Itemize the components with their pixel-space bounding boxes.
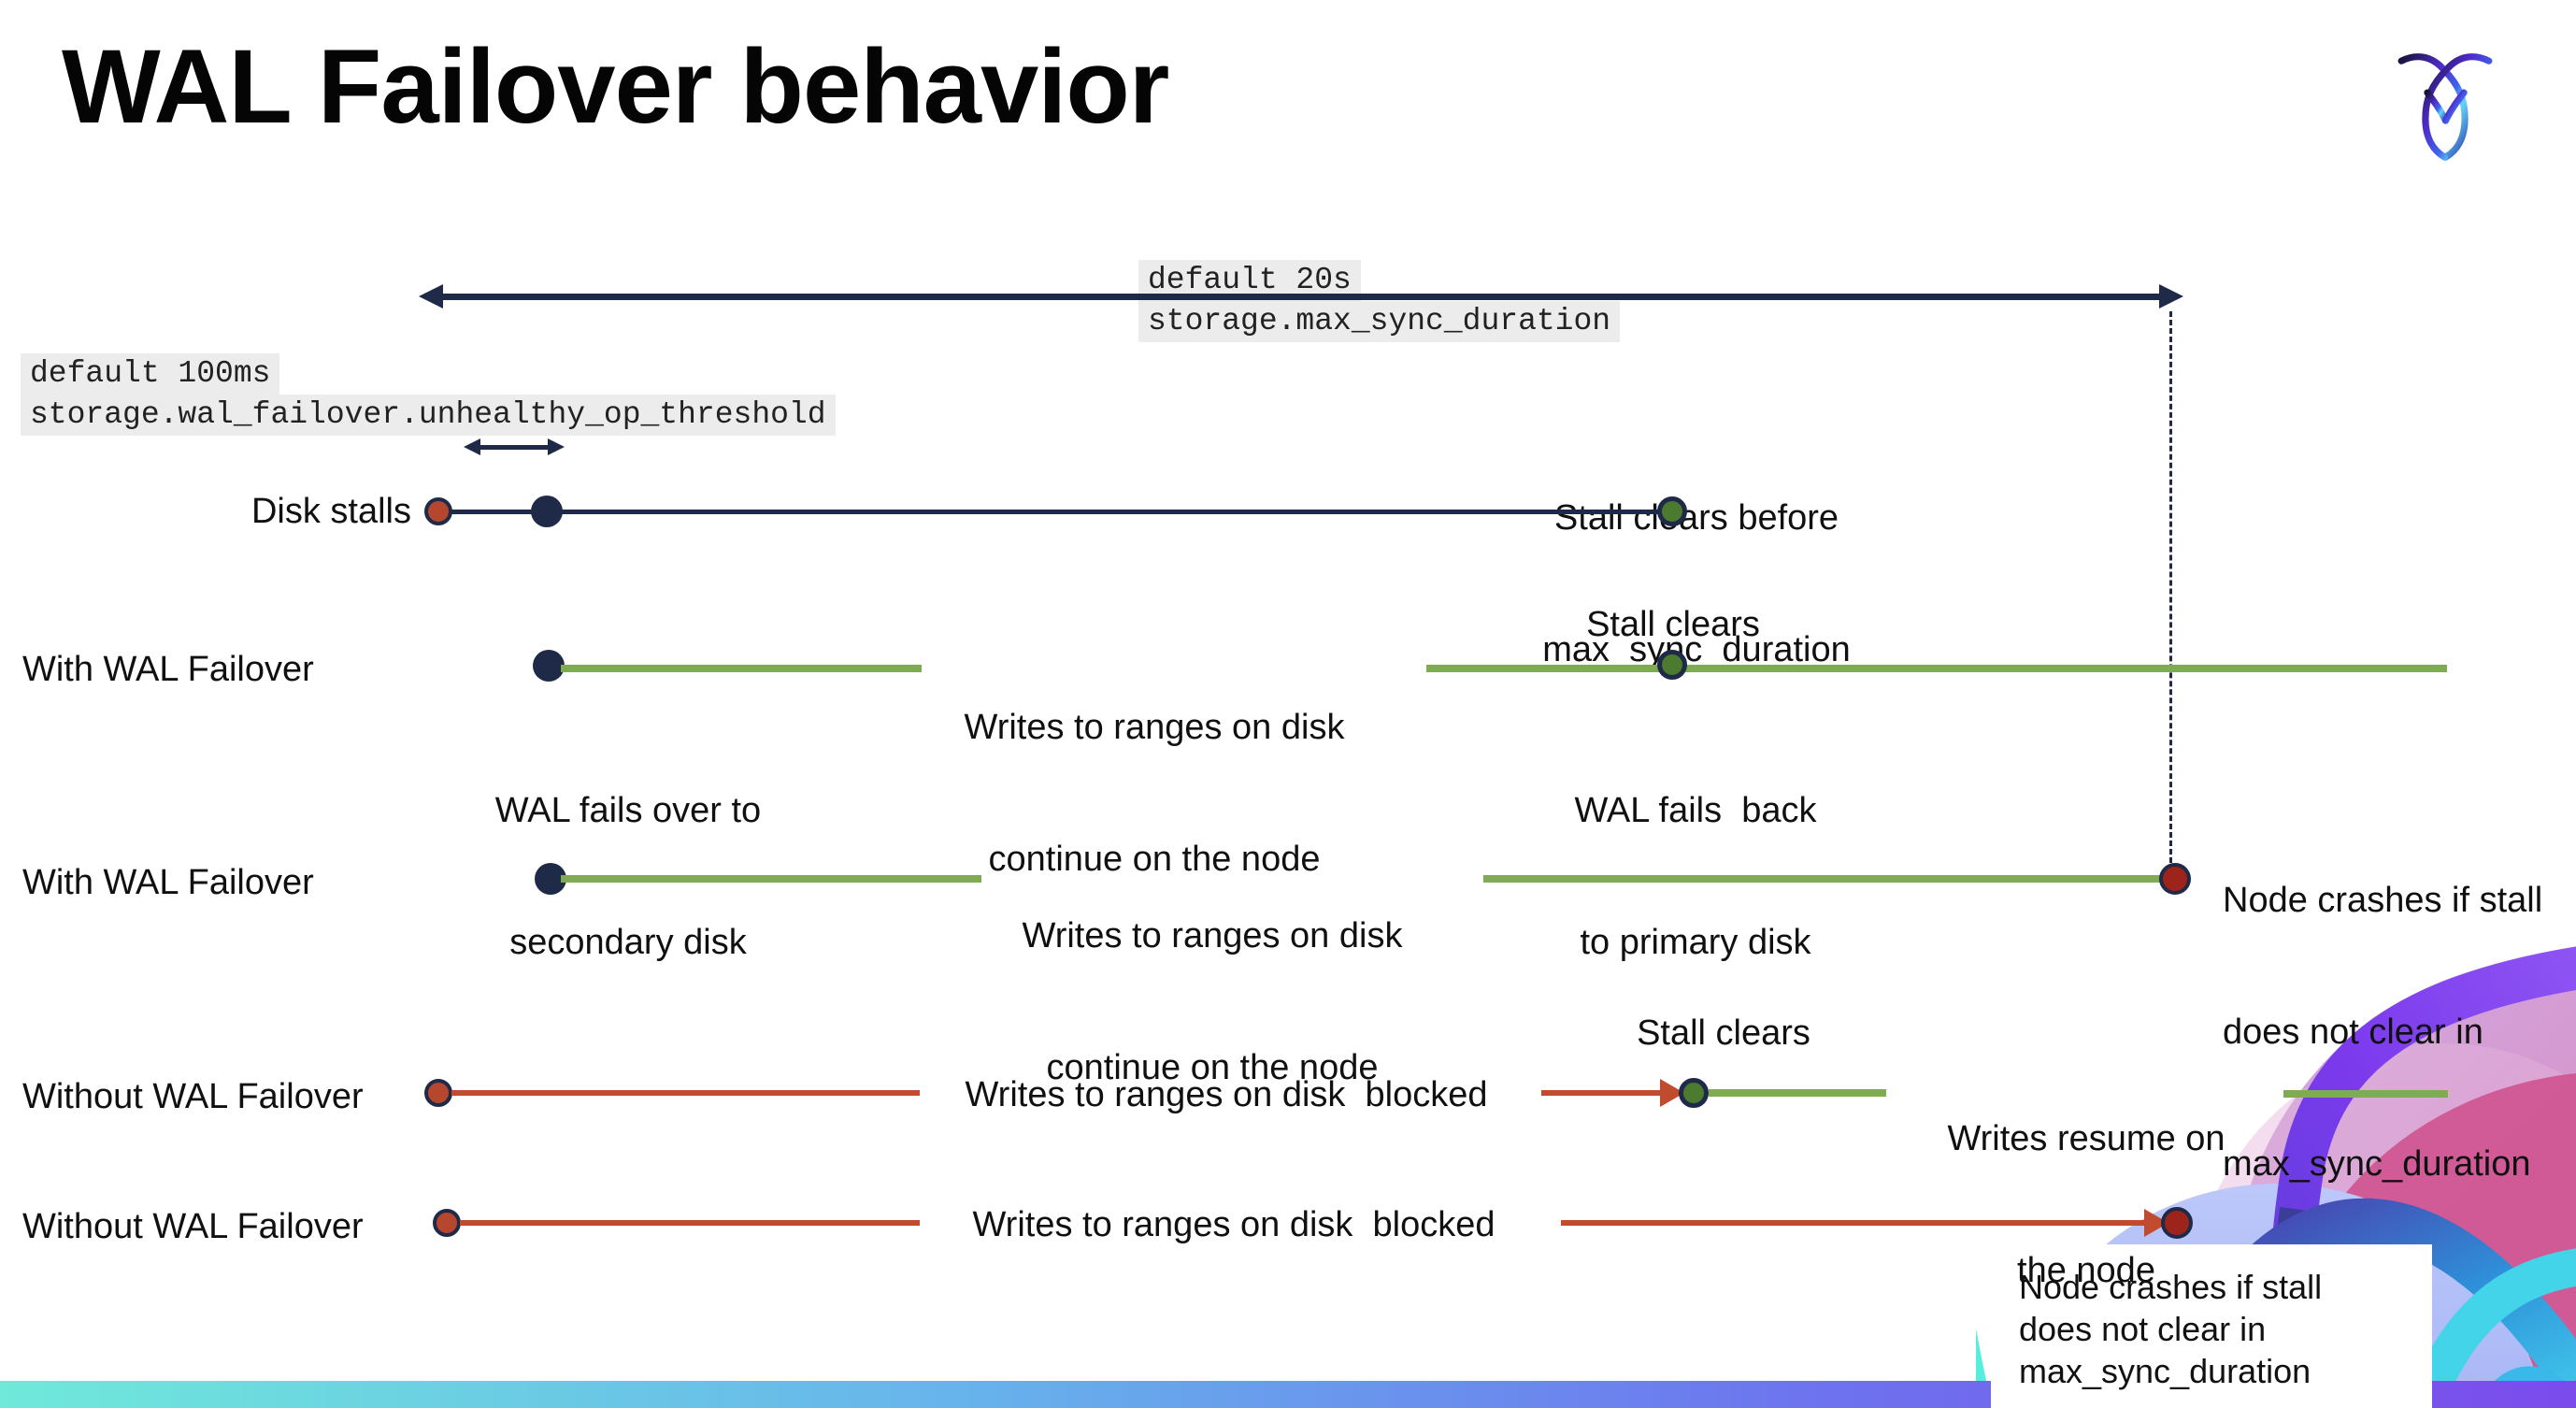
caption-stall-clears: Stall clears	[1637, 1013, 1810, 1053]
row-label-with-wal-failover: With WAL Failover	[22, 863, 314, 902]
caption-line: Writes to ranges on disk	[1022, 916, 1403, 955]
stall-start-dot	[433, 1209, 461, 1237]
writes-blocked-line	[451, 1090, 920, 1096]
disk-stalls-timeline	[438, 510, 1672, 514]
stall-start-dot	[424, 1079, 452, 1107]
caption-line: to primary disk	[1580, 923, 1811, 962]
page-title: WAL Failover behavior	[62, 28, 1169, 145]
crash-caption-line: max_sync_duration	[2019, 1352, 2311, 1390]
caption-line: WAL fails over to	[494, 791, 762, 830]
caption-line: Writes resume on	[1947, 1119, 2225, 1158]
caption-line: continue on the node	[1046, 1048, 1379, 1087]
writes-resume-line	[2283, 1090, 2448, 1098]
row-label-disk-stalls: Disk stalls	[250, 492, 411, 531]
caption-writes-blocked: Writes to ranges on disk blocked	[965, 1075, 1488, 1114]
row-label-without-wal-failover: Without WAL Failover	[22, 1077, 364, 1116]
caption-writes-continue: Writes to ranges on disk continue on the…	[1002, 826, 1423, 1134]
crash-caption-box: Node crashes if stall does not clear in …	[1991, 1244, 2432, 1408]
arrowhead-left-small-icon	[464, 438, 480, 455]
writes-blocked-line	[1541, 1090, 1663, 1096]
node-crash-dot	[2161, 1207, 2193, 1239]
caption-line: WAL fails back	[1574, 791, 1817, 830]
unhealthy-op-setting-label: storage.wal_failover.unhealthy_op_thresh…	[21, 395, 836, 436]
caption-stall-clears: Stall clears	[1586, 605, 1760, 644]
max-sync-duration-arrow-line	[439, 294, 2161, 300]
caption-line: Stall clears before	[1553, 498, 1839, 538]
stall-clear-dot	[1657, 650, 1687, 680]
caption-node-crashes: Node crashes if stall does not clear in …	[2223, 791, 2576, 1230]
threshold-dot	[531, 496, 563, 527]
caption-line: continue on the node	[988, 840, 1321, 879]
caption-line: the node	[2017, 1251, 2155, 1290]
node-crash-dot	[2159, 863, 2191, 895]
failover-dot	[533, 650, 565, 682]
writes-continue-line	[1426, 665, 2447, 672]
writes-blocked-line	[1561, 1220, 2144, 1226]
caption-line: Node crashes if stall	[2223, 881, 2543, 920]
crash-caption-line: Node crashes if stall	[2019, 1268, 2323, 1306]
caption-stall-clears-before: Stall clears before max_sync_duration	[1510, 409, 1883, 716]
crash-caption-line: does not clear in	[2019, 1310, 2267, 1348]
caption-line: Writes to ranges on disk	[964, 708, 1345, 747]
caption-wal-fails-back: WAL fails back to primary disk	[1509, 701, 1882, 1009]
caption-writes-continue: Writes to ranges on disk continue on the…	[944, 618, 1365, 926]
cockroachdb-logo-icon	[2397, 53, 2493, 161]
max-sync-deadline-dashed-line	[2169, 311, 2172, 863]
caption-line: does not clear in	[2223, 1013, 2483, 1052]
caption-line: max_sync_duration	[1542, 630, 1851, 669]
arrowhead-right-icon	[2159, 284, 2183, 309]
caption-line: max_sync_duration	[2223, 1144, 2531, 1184]
writes-continue-line	[561, 875, 981, 883]
row-label-without-wal-failover: Without WAL Failover	[22, 1207, 364, 1246]
writes-continue-line	[561, 665, 922, 672]
writes-resume-line	[1709, 1089, 1886, 1097]
caption-line: secondary disk	[509, 923, 747, 962]
stall-start-dot	[424, 497, 452, 525]
max-sync-setting-label: storage.max_sync_duration	[1138, 301, 1621, 342]
row-label-with-wal-failover: With WAL Failover	[22, 650, 314, 689]
arrowhead-right-small-icon	[548, 438, 565, 455]
caption-writes-resume: Writes resume on the node	[1899, 1029, 2273, 1337]
arrowhead-left-icon	[419, 284, 443, 309]
caption-writes-blocked: Writes to ranges on disk blocked	[972, 1205, 1496, 1244]
unhealthy-op-default-label: default 100ms	[21, 353, 280, 395]
stall-clear-dot	[1657, 496, 1687, 526]
stall-clear-dot	[1679, 1078, 1709, 1108]
writes-blocked-line	[460, 1220, 920, 1226]
caption-wal-fails-over: WAL fails over to secondary disk	[441, 701, 815, 1009]
unhealthy-op-threshold-arrow-line	[479, 445, 550, 450]
writes-continue-line	[1483, 875, 2166, 883]
